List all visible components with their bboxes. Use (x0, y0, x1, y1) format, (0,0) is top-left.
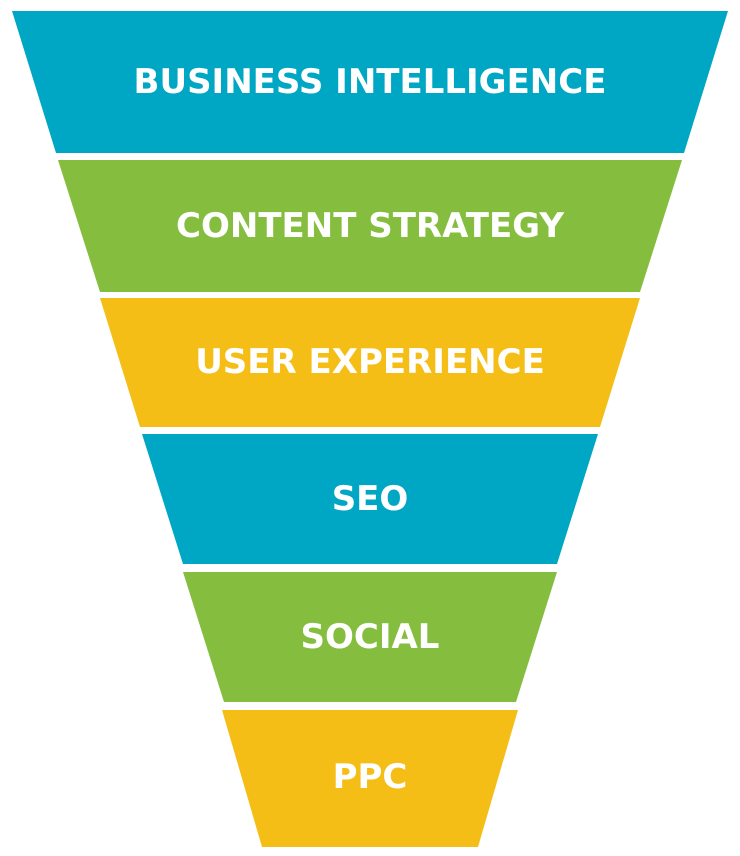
tier-shape-ppc (222, 710, 518, 847)
tier-label-user-experience: USER EXPERIENCE (195, 342, 545, 382)
funnel-tier-seo: SEO (142, 434, 598, 564)
tier-label-seo: SEO (332, 479, 409, 519)
funnel-tier-social: SOCIAL (183, 572, 557, 702)
tier-shape-social (183, 572, 557, 702)
tier-label-content-strategy: CONTENT STRATEGY (176, 206, 564, 246)
tier-shape-seo (142, 434, 598, 564)
tier-label-business-intelligence: BUSINESS INTELLIGENCE (134, 62, 607, 102)
tier-shape-content-strategy (58, 160, 682, 292)
tier-label-social: SOCIAL (301, 617, 440, 657)
funnel-tier-content-strategy: CONTENT STRATEGY (58, 160, 682, 292)
funnel-tier-ppc: PPC (222, 710, 518, 847)
tier-shape-user-experience (100, 298, 640, 427)
funnel-tier-user-experience: USER EXPERIENCE (100, 298, 640, 427)
tier-label-ppc: PPC (333, 757, 408, 797)
tier-shape-business-intelligence (12, 11, 728, 153)
funnel-tier-business-intelligence: BUSINESS INTELLIGENCE (12, 11, 728, 153)
